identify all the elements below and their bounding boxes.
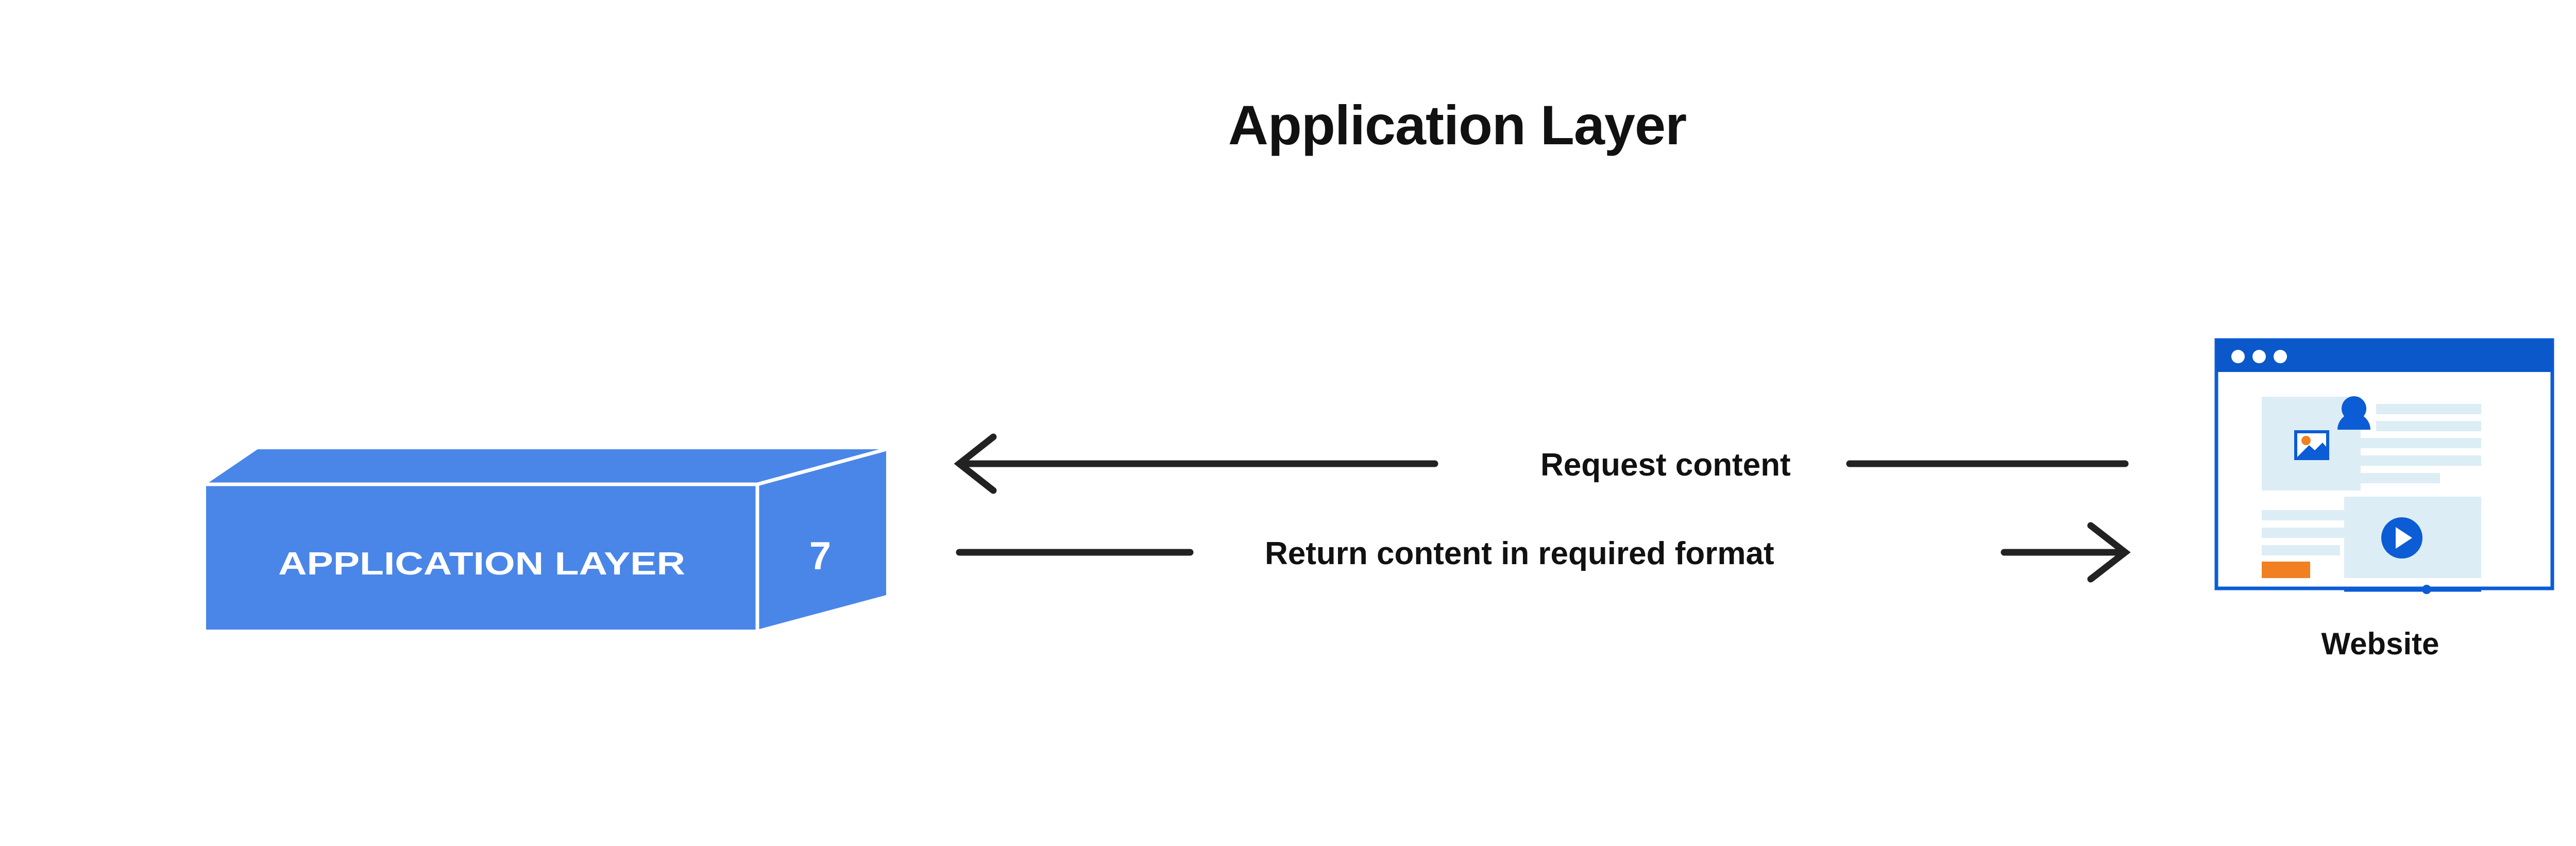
image-thumbnail-icon <box>2294 430 2329 460</box>
request-label: Request content <box>1540 447 1791 483</box>
page-title-text: Application Layer <box>1228 94 1687 156</box>
box-right-face <box>757 449 886 630</box>
left-text-bar-2 <box>2262 528 2361 538</box>
cta-orange-button <box>2262 562 2310 578</box>
paragraph-bar-3 <box>2344 473 2440 483</box>
layer-number-label: 7 <box>809 534 831 578</box>
titlebar-dot-3 <box>2274 350 2287 363</box>
play-button-icon[interactable] <box>2381 517 2422 559</box>
browser-titlebar <box>2216 340 2552 372</box>
left-text-bar-3 <box>2262 545 2340 555</box>
video-progress-bar[interactable] <box>2344 585 2481 594</box>
paragraph-bar-1 <box>2344 438 2481 448</box>
flow-request: Request content <box>954 433 2129 494</box>
left-text-bar-1 <box>2262 510 2361 520</box>
box-front-face <box>206 484 757 630</box>
video-progress-handle <box>2422 585 2431 594</box>
request-arrowhead <box>954 433 997 494</box>
person-avatar-icon <box>2337 396 2370 430</box>
layer-name-label: APPLICATION LAYER <box>278 546 685 582</box>
website-caption: Website <box>2321 627 2439 661</box>
application-layer-box: APPLICATION LAYER 7 <box>191 433 912 649</box>
avatar-text-bar-1 <box>2376 404 2481 414</box>
page-title: Application Layer <box>0 93 2576 157</box>
return-label: Return content in required format <box>1265 536 1774 571</box>
titlebar-dot-1 <box>2231 350 2245 363</box>
flow-arrows: Request content Return content in requir… <box>927 422 2174 587</box>
paragraph-bar-2 <box>2344 455 2481 466</box>
box-top-face <box>206 449 886 484</box>
box-edge-top-right <box>757 447 887 486</box>
website-illustration <box>2210 336 2561 666</box>
titlebar-dot-2 <box>2252 350 2266 363</box>
avatar-text-bar-2 <box>2376 421 2481 431</box>
return-arrowhead <box>2087 522 2131 583</box>
flow-return: Return content in required format <box>956 522 2131 583</box>
